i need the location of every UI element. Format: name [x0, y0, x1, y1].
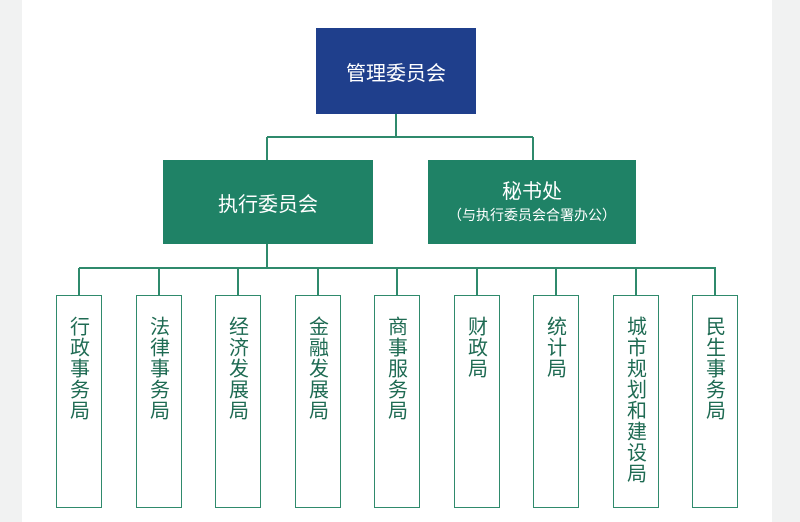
secretariat-label: 秘书处: [502, 179, 562, 203]
bureau-label: 行政事务局: [66, 316, 91, 421]
bureau-label: 财政局: [464, 316, 489, 379]
secretariat-box: 秘书处 （与执行委员会合署办公）: [428, 160, 636, 244]
bureau-label: 民生事务局: [702, 316, 727, 421]
executive-committee-box: 执行委员会: [163, 160, 373, 244]
bureau-label: 经济发展局: [225, 316, 250, 421]
bureau-label: 统计局: [543, 316, 568, 379]
bureau-label: 商事服务局: [384, 316, 409, 421]
management-committee-label: 管理委员会: [346, 60, 446, 85]
bureau-label: 金融发展局: [305, 316, 330, 421]
management-committee-box: 管理委员会: [316, 28, 476, 114]
bureau-label: 城市规划和建设局: [623, 316, 648, 484]
secretariat-note: （与执行委员会合署办公）: [448, 208, 616, 224]
bureau-box: 经济发展局: [215, 295, 261, 508]
bureau-box: 统计局: [533, 295, 579, 508]
bureau-box: 法律事务局: [136, 295, 182, 508]
executive-committee-label: 执行委员会: [218, 191, 318, 216]
bureau-label: 法律事务局: [146, 316, 171, 421]
bureau-box: 财政局: [454, 295, 500, 508]
page-right-margin: [772, 0, 800, 522]
page-left-margin: [0, 0, 22, 522]
bureau-box: 商事服务局: [374, 295, 420, 508]
bureau-box: 城市规划和建设局: [613, 295, 659, 508]
bureau-box: 行政事务局: [56, 295, 102, 508]
bureau-box: 金融发展局: [295, 295, 341, 508]
bureau-box: 民生事务局: [692, 295, 738, 508]
